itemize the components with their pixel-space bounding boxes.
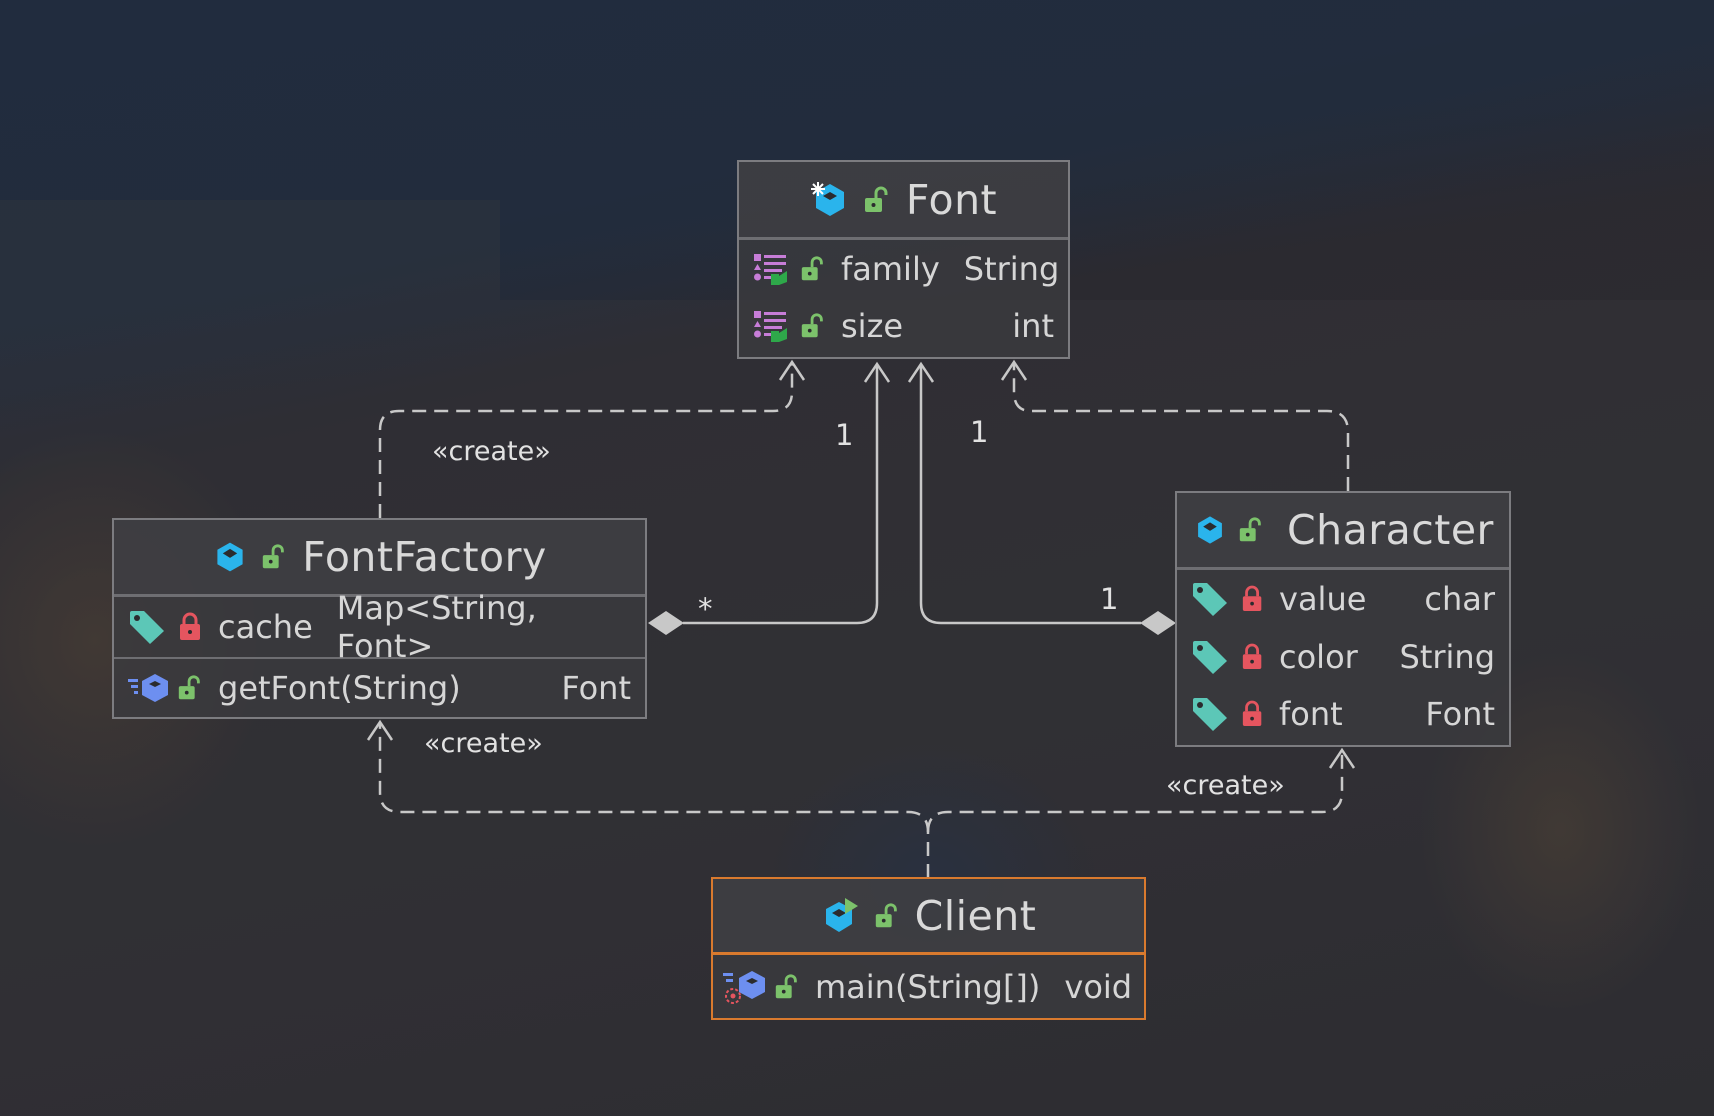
- field-row[interactable]: font Font: [1177, 685, 1509, 743]
- aggregation-diamond: [1140, 611, 1176, 635]
- member-name: getFont(String): [218, 669, 461, 707]
- method-icon: [128, 672, 170, 704]
- property-icon: [753, 309, 789, 343]
- member-name: value: [1279, 580, 1367, 618]
- member-name: family: [841, 250, 940, 288]
- main-class-icon: [821, 896, 861, 936]
- class-header: Client: [713, 879, 1144, 955]
- public-lock-icon: [176, 674, 204, 702]
- stereotype-label: «create»: [424, 728, 543, 759]
- public-lock-icon: [862, 185, 892, 215]
- public-lock-icon: [799, 312, 827, 340]
- field-tag-icon: [1191, 639, 1229, 675]
- public-lock-icon: [799, 255, 827, 283]
- member-name: color: [1279, 637, 1358, 676]
- member-type: String: [963, 250, 1060, 288]
- multiplicity-label: *: [698, 592, 713, 626]
- private-lock-icon: [178, 612, 204, 642]
- public-lock-icon: [1237, 516, 1265, 544]
- field-row[interactable]: color String: [1177, 628, 1509, 685]
- arrowhead-open: [778, 359, 806, 381]
- member-type: String: [1399, 637, 1496, 676]
- class-name: Client: [914, 891, 1037, 940]
- class-header: Font: [739, 162, 1068, 240]
- class-header: FontFactory: [114, 520, 645, 597]
- property-icon: [753, 252, 789, 286]
- aggregation-diamond: [648, 611, 684, 635]
- field-tag-icon: [128, 609, 166, 645]
- class-icon: [1193, 512, 1227, 548]
- multiplicity-label: 1: [835, 418, 854, 452]
- arrowhead-open: [863, 361, 891, 383]
- class-icon: [212, 538, 248, 576]
- field-row[interactable]: cache Map<String, Font>: [114, 589, 645, 665]
- private-lock-icon: [1241, 700, 1265, 728]
- stereotype-label: «create»: [1166, 770, 1285, 801]
- static-method-icon: [723, 968, 767, 1006]
- field-tag-icon: [1191, 581, 1229, 617]
- class-header: Character: [1177, 493, 1509, 570]
- field-row[interactable]: value char: [1177, 570, 1509, 628]
- class-name: Character: [1287, 506, 1494, 554]
- private-lock-icon: [1241, 643, 1265, 671]
- stereotype-label: «create»: [432, 436, 551, 467]
- member-name: main(String[]): [815, 967, 1041, 1006]
- multiplicity-label: 1: [970, 415, 989, 449]
- class-node-character[interactable]: Character value char color String font F…: [1175, 491, 1511, 747]
- method-row[interactable]: main(String[]) void: [713, 955, 1144, 1018]
- private-lock-icon: [1241, 585, 1265, 613]
- edge-factory-aggregation-font: [683, 364, 879, 625]
- arrowhead-open: [1000, 359, 1028, 381]
- public-lock-icon: [260, 543, 288, 571]
- member-type: Map<String, Font>: [336, 589, 537, 665]
- arrowhead-open: [366, 719, 394, 741]
- class-node-font[interactable]: Font family String size int: [737, 160, 1070, 359]
- member-type: char: [1424, 580, 1495, 618]
- arrowhead-open: [907, 361, 935, 383]
- public-lock-icon: [873, 902, 901, 930]
- member-name: font: [1279, 695, 1343, 733]
- property-row[interactable]: size int: [739, 298, 1068, 354]
- multiplicity-label: 1: [1100, 582, 1119, 616]
- arrowhead-open: [1328, 747, 1356, 769]
- member-type: int: [1012, 307, 1054, 345]
- public-lock-icon: [773, 973, 801, 1001]
- class-node-client[interactable]: Client main(String[]) void: [711, 877, 1146, 1020]
- member-name: cache: [218, 608, 313, 646]
- method-row[interactable]: getFont(String) Font: [114, 657, 645, 717]
- class-node-fontfactory[interactable]: FontFactory cache Map<String, Font> getF…: [112, 518, 647, 719]
- member-type: void: [1064, 967, 1133, 1006]
- class-name: Font: [905, 175, 998, 224]
- class-name: FontFactory: [302, 533, 547, 581]
- member-name: size: [841, 307, 904, 345]
- edge-character-dependency-font: [1012, 362, 1350, 491]
- field-tag-icon: [1191, 696, 1229, 732]
- member-type: Font: [561, 669, 631, 707]
- property-row[interactable]: family String: [739, 240, 1068, 298]
- member-type: Font: [1425, 695, 1495, 733]
- record-class-icon: [810, 180, 850, 220]
